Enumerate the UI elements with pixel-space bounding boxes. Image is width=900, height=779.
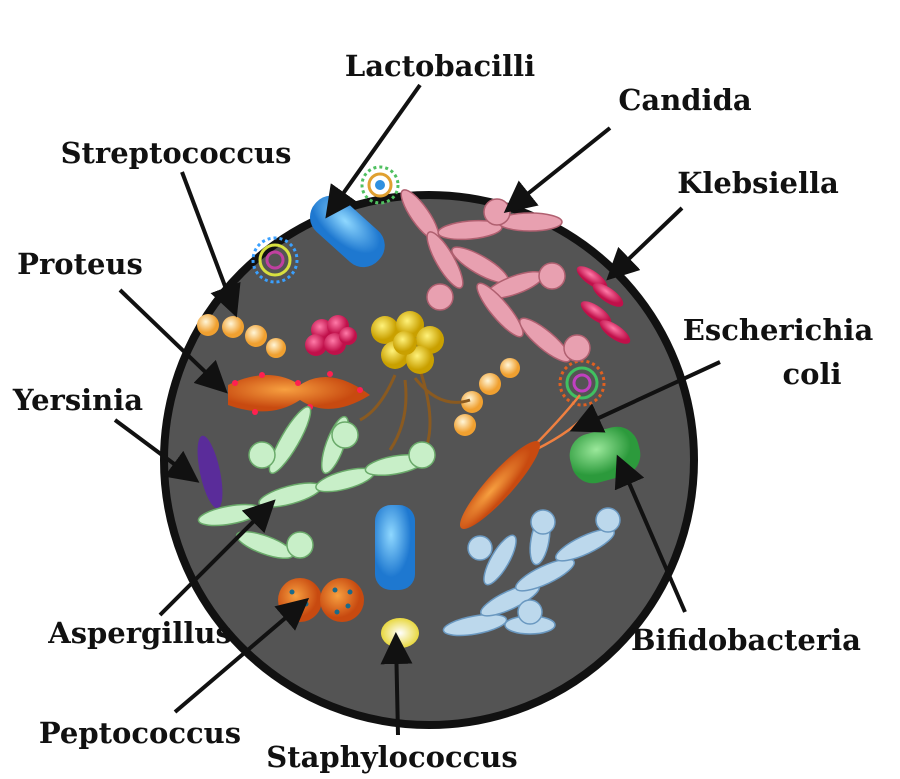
label-proteus: Proteus bbox=[17, 247, 143, 281]
streptococcus-chain-2 bbox=[454, 358, 520, 436]
arrow-yersinia bbox=[113, 418, 200, 483]
label-coli: coli bbox=[782, 357, 841, 391]
arrow-staphylococcus bbox=[380, 632, 413, 736]
blue-fungal-hyphae bbox=[442, 507, 621, 637]
arrow-bifidobacteria bbox=[614, 454, 687, 613]
arrow-klebsiella bbox=[606, 206, 684, 281]
label-peptococcus: Peptococcus bbox=[39, 716, 241, 750]
arrow-proteus bbox=[118, 288, 228, 394]
proteus-cell bbox=[228, 371, 370, 415]
aspergillus-hyphae bbox=[197, 406, 436, 560]
virus-particle bbox=[558, 359, 606, 407]
label-bifidobacteria: Bifidobacteria bbox=[631, 623, 861, 657]
staphylococcus-cell bbox=[381, 618, 419, 648]
label-aspergillus: Aspergillus bbox=[47, 616, 232, 650]
arrow-peptococcus bbox=[173, 597, 310, 714]
klebsiella-cells bbox=[576, 266, 631, 344]
arrow-escherichia-coli bbox=[569, 360, 721, 433]
virus-particle bbox=[251, 236, 299, 284]
label-yersinia: Yersinia bbox=[12, 383, 143, 417]
label-streptococcus: Streptococcus bbox=[61, 136, 292, 170]
label-staphylococcus: Staphylococcus bbox=[266, 740, 517, 774]
label-klebsiella: Klebsiella bbox=[677, 166, 839, 200]
blue-rod-cell bbox=[375, 505, 415, 590]
arrow-candida bbox=[503, 126, 612, 213]
arrow-aspergillus bbox=[158, 499, 276, 617]
virus-particle bbox=[360, 165, 400, 205]
streptococcus-chain bbox=[197, 314, 286, 358]
yersinia-cell bbox=[197, 435, 223, 509]
label-candida: Candida bbox=[618, 83, 752, 117]
arrows bbox=[113, 83, 721, 736]
label-escherichia: Escherichia bbox=[683, 313, 874, 347]
pink-coccus-cluster bbox=[305, 315, 357, 356]
yellow-coccus-cluster bbox=[359, 311, 471, 461]
arrow-lactobacilli bbox=[325, 83, 422, 219]
label-lactobacilli: Lactobacilli bbox=[345, 49, 535, 83]
arrow-streptococcus bbox=[180, 171, 241, 318]
candida-hyphae bbox=[400, 189, 591, 363]
